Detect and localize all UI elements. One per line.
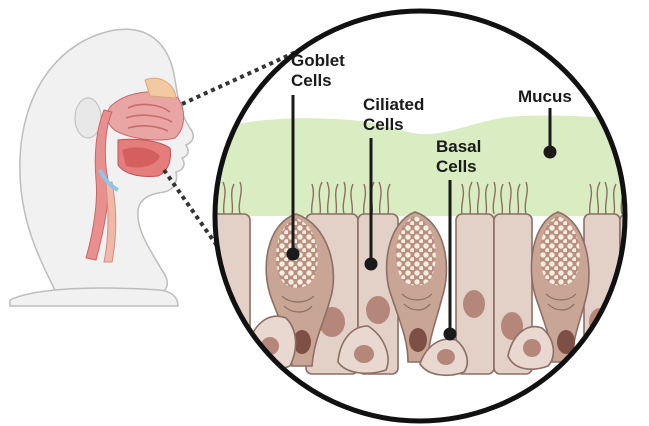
basal-label-line1: Basal: [436, 137, 481, 156]
mucus-label: Mucus: [518, 87, 572, 106]
ear: [75, 98, 101, 138]
shoulder: [10, 288, 178, 306]
basal-label-line2: Cells: [436, 157, 477, 176]
goblet-label-line2: Cells: [291, 71, 332, 90]
magnified-view: [200, 0, 649, 426]
ciliated-label-line1: Ciliated: [363, 95, 424, 114]
head-silhouette: [10, 29, 193, 306]
ciliated-cell: [584, 214, 620, 374]
ciliated-label-line2: Cells: [363, 115, 404, 134]
goblet-label-line1: Goblet: [291, 51, 345, 70]
